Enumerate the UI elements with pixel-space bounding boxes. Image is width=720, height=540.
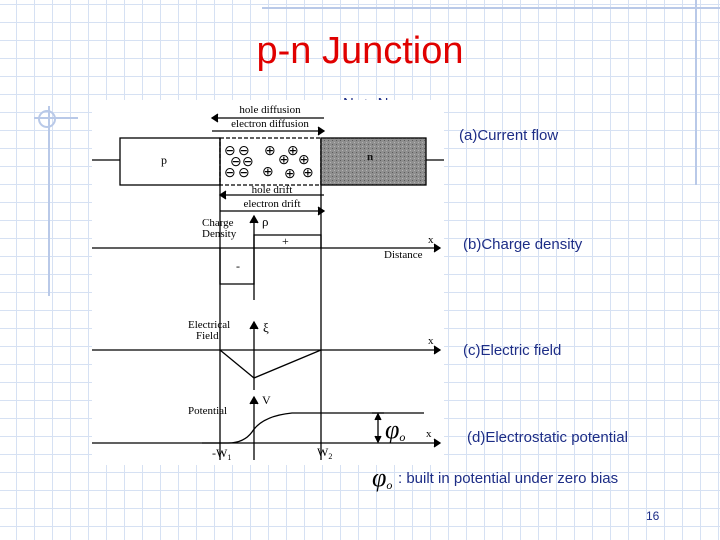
caption-potential: (d)Electrostatic potential	[467, 429, 628, 446]
distance-label: Distance	[384, 249, 423, 261]
potential-ylabel: Potential	[188, 405, 227, 417]
decor-circle	[38, 110, 56, 128]
donor-ion: ⊕	[284, 167, 296, 182]
potential-x-arrowhead	[433, 438, 442, 448]
legend-text: : built in potential under zero bias	[398, 470, 619, 487]
drift-arrowhead-bottom	[317, 206, 326, 216]
w2-label: W2	[317, 445, 332, 461]
phi-sub: o	[399, 430, 405, 444]
decor-left-stub	[34, 117, 78, 119]
charge-x-label: x	[428, 234, 434, 246]
donor-ion: ⊕	[264, 144, 276, 159]
acceptor-ion: ⊖	[242, 155, 254, 170]
legend-phi-sub: o	[386, 478, 392, 492]
potential-y-arrowhead	[249, 395, 259, 405]
field-y-arrowhead	[249, 320, 259, 330]
depletion-region	[219, 137, 322, 186]
legend-phi: φ	[372, 463, 386, 492]
acceptor-ion: ⊖	[224, 144, 236, 159]
rho-symbol: ρ	[262, 214, 269, 229]
caption-electric-field: (c)Electric field	[463, 342, 562, 359]
negative-charge-box	[219, 248, 255, 285]
field-ylabel-line1: Electrical	[188, 319, 230, 331]
n-region-label: n	[367, 151, 373, 163]
donor-ion: ⊕	[262, 165, 274, 180]
field-curve	[219, 349, 322, 379]
diffusion-arrowhead-top	[210, 113, 219, 123]
potential-x-label: x	[426, 428, 432, 440]
phi-arrowhead-down	[374, 435, 382, 444]
caption-charge-density: (b)Charge density	[463, 236, 583, 253]
phi-arrowhead-up	[374, 412, 382, 421]
w1-sub: 1	[227, 453, 231, 462]
electron-diffusion-label: electron diffusion	[231, 118, 309, 130]
decor-top-line	[262, 7, 720, 9]
w2-sub: 2	[328, 452, 332, 461]
positive-charge-label: +	[282, 234, 289, 248]
field-x-label: x	[428, 335, 434, 347]
acceptor-ion: ⊖	[238, 144, 250, 159]
donor-ion: ⊕	[298, 153, 310, 168]
caption-current-flow: (a)Current flow	[459, 127, 559, 144]
hole-drift-label: hole drift	[252, 184, 293, 196]
legend-phi-label: φo	[372, 463, 392, 492]
potential-curve	[202, 412, 424, 444]
pn-junction-diagram: hole diffusion electron diffusion p n ho…	[92, 100, 444, 465]
acceptor-ion: ⊖	[224, 166, 236, 181]
phi-symbol: φ	[385, 415, 399, 444]
charge-x-arrowhead	[433, 243, 442, 253]
acceptor-ion: ⊖	[238, 166, 250, 181]
slide-title: p-n Junction	[256, 30, 464, 72]
electron-drift-label: electron drift	[243, 198, 300, 210]
drift-arrowhead-top	[218, 190, 227, 200]
donor-ion: ⊕	[287, 144, 299, 159]
page-number: 16	[646, 509, 660, 523]
diffusion-arrowhead-bottom	[317, 126, 326, 136]
phi-legend-symbol: φo	[372, 463, 392, 492]
field-ylabel-line2: Field	[196, 330, 219, 342]
charge-ylabel-line1: Charge	[202, 217, 234, 229]
charge-y-arrowhead	[249, 214, 259, 224]
positive-charge-box	[253, 234, 322, 248]
donor-ion: ⊕	[302, 166, 314, 181]
charge-ylabel-line2: Density	[202, 228, 237, 240]
phi-label: φo	[385, 415, 405, 444]
decor-right-line	[695, 0, 697, 185]
w2-base: W	[317, 445, 329, 459]
w1-label: -W1	[212, 446, 231, 462]
donor-ion: ⊕	[278, 153, 290, 168]
xi-symbol: ξ	[263, 320, 269, 335]
n-region	[320, 137, 427, 186]
w1-base: -W	[212, 446, 228, 460]
p-region-label: p	[161, 153, 167, 167]
negative-charge-label: -	[236, 259, 240, 273]
v-symbol: V	[262, 393, 271, 407]
decor-left-line	[48, 106, 50, 296]
hole-diffusion-label: hole diffusion	[239, 104, 301, 116]
acceptor-ion: ⊖	[230, 155, 242, 170]
field-x-arrowhead	[433, 345, 442, 355]
